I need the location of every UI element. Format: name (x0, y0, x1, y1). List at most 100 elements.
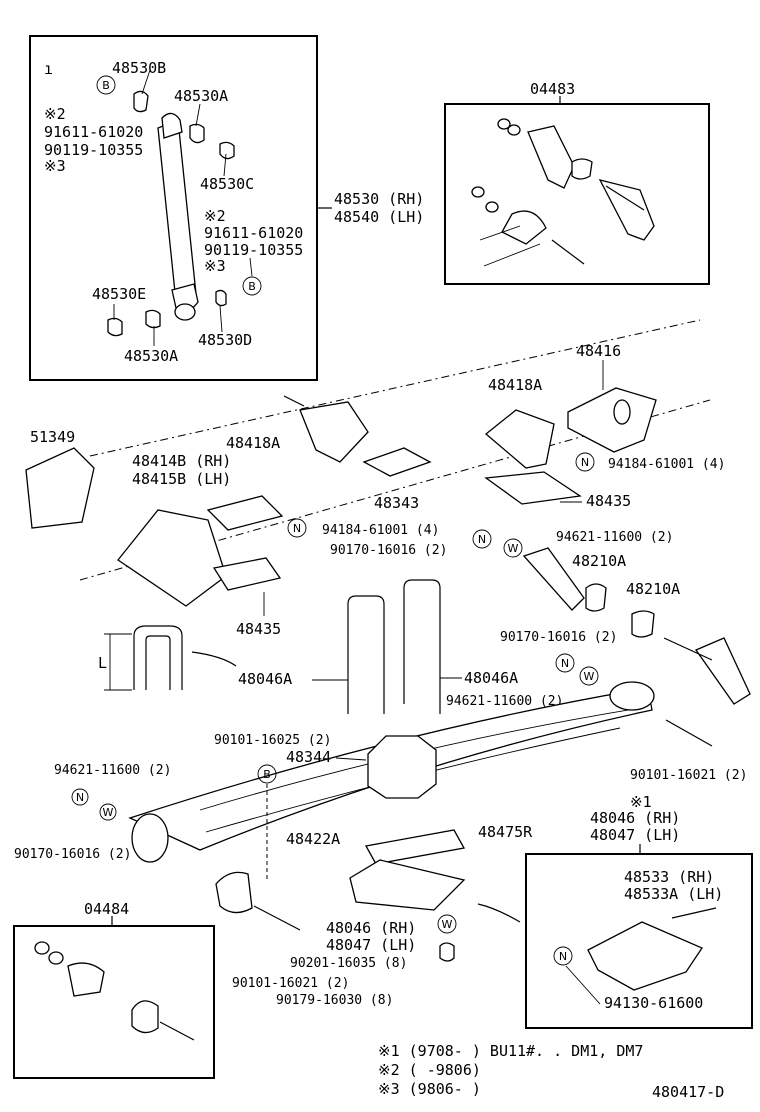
spring-seat-icon (349, 859, 466, 911)
label-48530A-bot: 48530A (124, 347, 178, 365)
label-48046A-right: 48046A (464, 669, 518, 687)
arrow-icon (477, 903, 521, 923)
bolt-icon (665, 719, 713, 747)
shackle-plate-icon (522, 547, 585, 611)
bracket-48418A-icon (484, 409, 555, 469)
bracket-51349-icon (25, 447, 95, 529)
label-90170-a: 90170-16016 (2) (330, 543, 447, 558)
label-91611-top: 91611-61020 (44, 123, 143, 141)
badge-n-icon (575, 452, 595, 472)
label-48533A: 48533A (LH) (624, 885, 723, 903)
footnote-1: ※1 (9708- ) BU11#. . DM1, DM7 (378, 1042, 643, 1060)
footnote-2: ※2 ( -9806) (378, 1061, 481, 1079)
label-90179: 90179-16030 (8) (276, 993, 393, 1008)
badge-b-text: B (102, 79, 110, 92)
label-48533: 48533 (RH) (624, 868, 714, 886)
badge-w-icon (579, 666, 599, 686)
shock-absorber-icon (107, 69, 253, 346)
badge-b-text: B (248, 280, 256, 293)
label-48046-b: 48046 (RH) (326, 919, 416, 937)
label-48530C: 48530C (200, 175, 254, 193)
label-48475R: 48475R (478, 823, 533, 841)
label-91611-mid: 91611-61020 (204, 224, 303, 242)
bolt-icon (253, 905, 301, 931)
shackle-plate-right-icon (695, 637, 751, 705)
badge-n-icon (71, 788, 89, 806)
label-48530D: 48530D (198, 331, 252, 349)
badge-n-text: N (561, 657, 569, 670)
spring-seat-kit-box (525, 853, 753, 1029)
badge-b-icon (242, 276, 262, 296)
pad-48475R-icon (364, 829, 466, 865)
label-90101-b: 90101-16021 (2) (630, 768, 747, 783)
spring-seat-kit-icon (587, 907, 717, 991)
label-ref3-mid: ※3 (204, 257, 226, 275)
kit-04483-box (444, 103, 710, 285)
badge-n-text: N (76, 791, 84, 804)
bushing-48422A-icon (215, 871, 253, 914)
leader-48344 (335, 757, 367, 761)
hanger-48414B-icon (117, 509, 227, 607)
label-94184-left: 94184-61001 (4) (322, 523, 439, 538)
label-51349: 51349 (30, 428, 75, 446)
label-48422A: 48422A (286, 830, 340, 848)
label-48343: 48343 (374, 494, 419, 512)
badge-w-text: W (508, 542, 519, 555)
nut-icon (439, 942, 455, 962)
label-48530-rh: 48530 (RH) (334, 190, 424, 208)
label-48530E: 48530E (92, 285, 146, 303)
tick-mark: ı (44, 60, 53, 78)
label-90119-top: 90119-10355 (44, 141, 143, 159)
badge-n-text: N (293, 522, 301, 535)
bushing-48210A-icon (631, 610, 655, 638)
label-48435-left: 48435 (236, 620, 281, 638)
badge-b-icon (257, 764, 277, 784)
label-ref1-c: ※1 (630, 793, 652, 811)
label-ref3-top: ※3 (44, 157, 66, 175)
label-04484: 04484 (84, 900, 129, 918)
label-90101-c: 90101-16021 (2) (232, 976, 349, 991)
label-48210A-a: 48210A (572, 552, 626, 570)
label-94621-c: 94621-11600 (2) (54, 763, 171, 778)
kit-04483-icon (471, 118, 655, 267)
label-48414B: 48414B (RH) (132, 452, 231, 470)
arrow-icon (191, 651, 237, 667)
label-48530B: 48530B (112, 59, 166, 77)
badge-w-text: W (584, 670, 595, 683)
label-94130: 94130-61600 (604, 994, 703, 1012)
label-90170-c: 90170-16016 (2) (14, 847, 131, 862)
badge-b-icon (96, 75, 116, 95)
badge-w-text: W (103, 806, 114, 819)
badge-w-text: W (442, 918, 453, 931)
u-bolt-48046A-icon (347, 579, 441, 714)
label-ref2-mid: ※2 (204, 207, 226, 225)
u-bolt-dimension-icon (104, 625, 183, 691)
label-90201: 90201-16035 (8) (290, 956, 407, 971)
hanger-48416-icon (567, 387, 657, 453)
badge-b-text: B (263, 768, 271, 781)
label-ref2-top: ※2 (44, 105, 66, 123)
badge-n-icon (553, 946, 573, 966)
label-48418A-left: 48418A (226, 434, 280, 452)
label-48416: 48416 (576, 342, 621, 360)
label-94621-a: 94621-11600 (2) (556, 530, 673, 545)
kit-04484-icon (34, 941, 195, 1041)
bolt-icon (663, 637, 713, 661)
label-94184-right: 94184-61001 (4) (608, 457, 725, 472)
label-94621-b: 94621-11600 (2) (446, 694, 563, 709)
label-90170-b: 90170-16016 (2) (500, 630, 617, 645)
label-48418A-right: 48418A (488, 376, 542, 394)
label-48415B: 48415B (LH) (132, 470, 231, 488)
label-48344: 48344 (286, 748, 331, 766)
label-48540-lh: 48540 (LH) (334, 208, 424, 226)
diagram-code: 480417-D (652, 1083, 724, 1101)
badge-n-icon (555, 653, 575, 673)
plate-48343-icon (362, 447, 432, 477)
frame-centerline (89, 319, 701, 457)
badge-n-icon (287, 518, 307, 538)
bumper-48344-icon (367, 735, 437, 799)
label-48047-c: 48047 (LH) (590, 826, 680, 844)
label-90101-a: 90101-16025 (2) (214, 733, 331, 748)
footnote-3: ※3 (9806- ) (378, 1080, 481, 1098)
bracket-upper-icon (299, 401, 369, 463)
